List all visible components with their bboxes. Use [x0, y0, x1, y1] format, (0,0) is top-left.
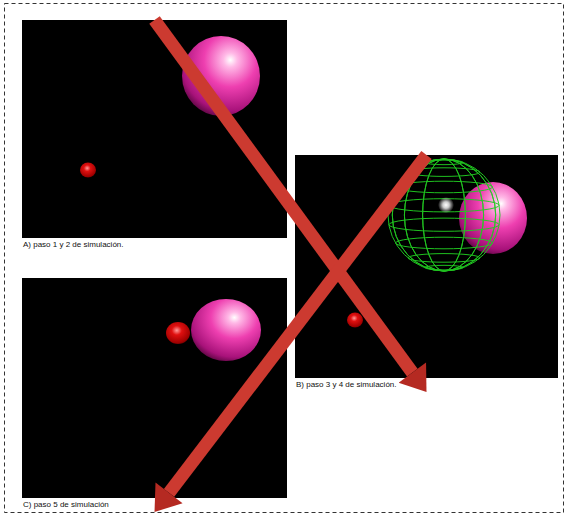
simulation-panel: A) paso 1 y 2 de simulación. [22, 20, 287, 252]
panel-b-scene [295, 155, 558, 378]
panel-c-scene [22, 278, 287, 498]
panel-caption: C) paso 5 de simulación [23, 500, 111, 510]
dashed-frame [5, 4, 564, 513]
panel-a-scene [22, 20, 287, 238]
arrow-shaft [169, 155, 426, 493]
arrow-head [399, 363, 427, 392]
arrow-head [155, 483, 183, 512]
panel-caption: A) paso 1 y 2 de simulación. [23, 240, 126, 250]
curved-arrow [155, 155, 427, 512]
simulation-panel: C) paso 5 de simulación [22, 278, 287, 512]
curved-arrow [155, 20, 427, 392]
simulation-panel: B) paso 3 y 4 de simulación. [295, 155, 558, 392]
panel-caption: B) paso 3 y 4 de simulación. [296, 380, 399, 390]
arrow-shaft [155, 20, 413, 373]
